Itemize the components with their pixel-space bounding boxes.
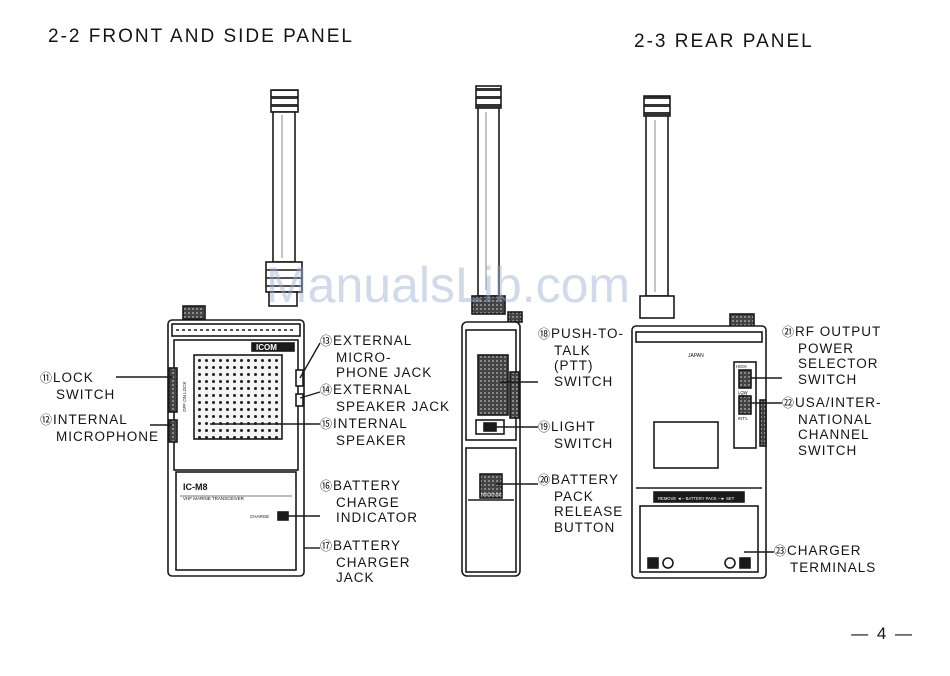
callout-external-microphone-jack: ⑬EXTERNAL MICRO- PHONE JACK (320, 333, 433, 380)
power-high-label: HIGH (736, 364, 746, 369)
callout-usa-international-channel: ㉒USA/INTER- NATIONAL CHANNEL SWITCH (782, 395, 882, 458)
model-label: IC-M8 (183, 482, 208, 492)
callout-battery-charge-indicator: ⑯BATTERY CHARGE INDICATOR (320, 478, 419, 525)
front-antenna-base (265, 261, 303, 293)
page-number: — 4 — (851, 624, 914, 643)
ptt-switch (477, 354, 509, 416)
front-side-panel-heading: 2-2 FRONT AND SIDE PANEL (48, 26, 354, 47)
callout-light-switch: ⑲LIGHT SWITCH (538, 419, 614, 451)
callout-external-speaker-jack: ⑭EXTERNAL SPEAKER JACK (320, 382, 451, 414)
rear-panel-heading: 2-3 REAR PANEL (634, 31, 814, 52)
brand-label: ICOM (256, 343, 277, 352)
callout-battery-charger-jack: ⑰BATTERY CHARGER JACK (320, 538, 411, 585)
speaker-grille (193, 354, 283, 440)
volume-knob (182, 305, 206, 320)
rear-antenna-tip (643, 95, 671, 117)
rear-view (631, 95, 767, 579)
callout-charger-terminals: ㉓CHARGER TERMINALS (774, 543, 877, 575)
front-view (167, 89, 305, 577)
channel-usa-label: USA (739, 393, 748, 398)
side-switch-label: OFF ON LOCK (182, 381, 187, 412)
charge-indicator (277, 511, 289, 521)
charger-terminal-neg (647, 557, 659, 569)
channel-intl-label: INT'L (738, 416, 749, 421)
front-antenna (272, 111, 296, 263)
model-subtitle: VHF MARINE TRANSCEIVER (183, 496, 245, 501)
callout-battery-pack-release: ⑳BATTERY PACK RELEASE BUTTON (538, 472, 624, 535)
side-antenna-tip (475, 85, 502, 109)
channel-switch (738, 395, 752, 415)
battery-release-button (479, 473, 503, 499)
callout-internal-speaker: ⑮INTERNAL SPEAKER (320, 416, 408, 448)
rear-antenna (645, 115, 669, 297)
callout-number: ⑪ (40, 371, 54, 385)
release-label: RELEASE (481, 492, 502, 497)
japan-label: JAPAN (688, 353, 704, 359)
callout-internal-microphone: ⑫INTERNAL MICROPHONE (40, 412, 160, 444)
charge-label: CHARGE (250, 514, 269, 519)
power-low-label: LOW (738, 390, 748, 395)
front-antenna-tip (270, 89, 299, 113)
lock-switch (168, 367, 178, 413)
charger-terminal-pos (739, 557, 751, 569)
callout-rf-output-power: ㉑RF OUTPUT POWER SELECTOR SWITCH (782, 324, 882, 387)
battery-pack-label: REMOVE ◄─ BATTERY PACK ─► SET (658, 496, 735, 501)
side-view (461, 85, 523, 577)
power-selector-switch (738, 369, 752, 389)
callout-lock-switch: ⑪LOCK SWITCH (40, 370, 116, 402)
callout-ptt-switch: ⑱PUSH-TO- TALK (PTT) SWITCH (538, 326, 625, 389)
watermark: ManualsLib.com (266, 257, 631, 313)
leader-lines (116, 342, 782, 553)
